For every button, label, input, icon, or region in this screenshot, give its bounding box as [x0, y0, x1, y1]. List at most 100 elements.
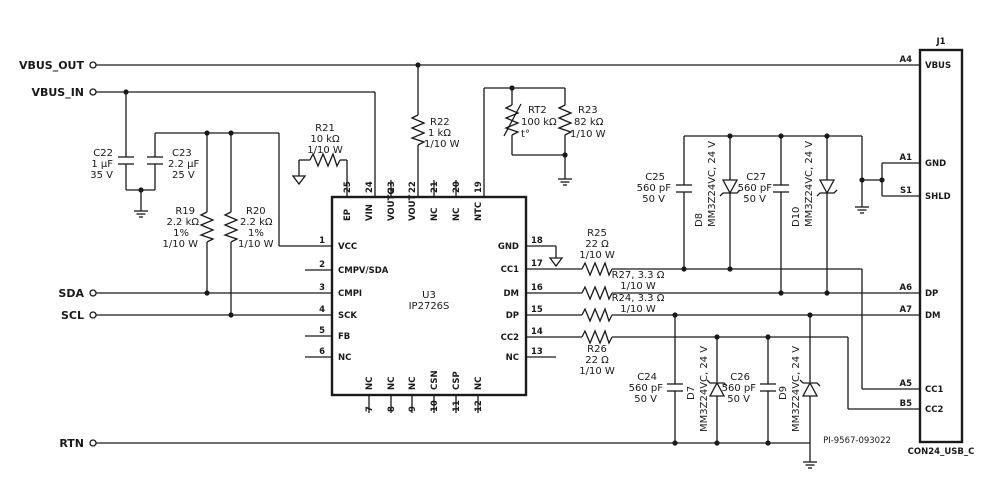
svg-text:R22: R22 [430, 117, 450, 128]
svg-text:1/10 W: 1/10 W [579, 250, 615, 261]
svg-text:1/10 W: 1/10 W [162, 239, 198, 250]
connector-pin-number: A4 [900, 55, 913, 65]
svg-text:1/10 W: 1/10 W [620, 304, 656, 315]
svg-text:C26: C26 [730, 372, 750, 383]
ic-pin-name: VOUTG [387, 188, 397, 221]
ic-pin-number: 15 [531, 305, 543, 315]
ic-pin-number: 7 [365, 406, 375, 412]
ic-pin-number: 20 [452, 181, 462, 193]
ic-pin-name: NC [408, 377, 418, 390]
resistor-r19: R19 2.2 kΩ 1% 1/10 W [162, 206, 215, 250]
junction-dots [123, 62, 885, 446]
svg-text:560 pF: 560 pF [722, 383, 757, 394]
ic-pin-name: GND [498, 242, 519, 252]
connector-pin-number: A7 [900, 305, 913, 315]
svg-text:R24, 3.3 Ω: R24, 3.3 Ω [612, 293, 665, 304]
ic-pin-number: 1 [319, 236, 325, 246]
ic-pin-number: 13 [531, 347, 543, 357]
ic-pin-name: DM [503, 289, 519, 299]
resistor-r25: R25 22 Ω 1/10 W [579, 228, 615, 277]
resistor-r23: R23 82 kΩ 1/10 W [557, 104, 606, 140]
net-label-sda: SDA [58, 287, 84, 300]
ic-pin-number: 5 [319, 326, 325, 336]
svg-text:1%: 1% [248, 228, 264, 239]
svg-text:t°: t° [521, 129, 530, 140]
svg-text:22 Ω: 22 Ω [585, 239, 609, 250]
ic-pin-name: NC [365, 377, 375, 390]
ic-pin-name: NC [506, 353, 519, 363]
resistor-r20: R20 2.2 kΩ 1% 1/10 W [223, 206, 274, 250]
svg-text:1%: 1% [173, 228, 189, 239]
svg-text:1/10 W: 1/10 W [579, 366, 615, 377]
svg-text:R19: R19 [175, 206, 195, 217]
ic-ref: U3 [422, 290, 436, 301]
svg-text:82 kΩ: 82 kΩ [574, 117, 604, 128]
ic-pin-name: VOUT [408, 194, 418, 221]
resistor-r21: R21 10 kΩ 1/10 W [307, 123, 343, 168]
svg-text:D9: D9 [778, 386, 789, 400]
svg-text:R25: R25 [587, 228, 607, 239]
ic-pin-number: 11 [452, 400, 462, 412]
ic-pin-name: NC [452, 208, 462, 221]
capacitor-c23: C23 2.2 µF 25 V [147, 148, 199, 181]
net-label-vbus-in: VBUS_IN [31, 86, 84, 99]
capacitor-c25: C25 560 pF 50 V [637, 172, 692, 205]
net-label-scl: SCL [61, 309, 84, 322]
net-label-vbus-out: VBUS_OUT [19, 59, 85, 72]
connector-pin-name: VBUS [925, 61, 951, 71]
connector-pin-number: A1 [900, 153, 913, 163]
svg-text:J1: J1 [935, 37, 945, 47]
svg-text:RT2: RT2 [528, 105, 547, 116]
svg-text:D8: D8 [694, 213, 705, 227]
ic-pin-name: NC [430, 208, 440, 221]
ic-pin-name: NC [474, 377, 484, 390]
ic-pin-name: VIN [365, 204, 375, 221]
ic-pin-number: 3 [319, 283, 325, 293]
connector-pin-name: DP [925, 289, 938, 299]
svg-text:1/10 W: 1/10 W [620, 281, 656, 292]
svg-text:MM3Z24VC, 24 V: MM3Z24VC, 24 V [699, 346, 710, 432]
resistor-r26: R26 22 Ω 1/10 W [579, 329, 615, 377]
connector-pin-name: CC2 [925, 405, 943, 415]
svg-text:D7: D7 [686, 386, 697, 400]
ic-pin-name: CMPI [338, 289, 362, 299]
capacitor-c22: C22 1 µF 35 V [90, 148, 134, 181]
ic-pin-name: CC1 [501, 265, 519, 275]
svg-text:25 V: 25 V [172, 170, 195, 181]
ic-pin-number: 23 [387, 181, 397, 193]
resistor-r22: R22 1 kΩ 1/10 W [410, 114, 460, 150]
ground-symbol [549, 253, 563, 267]
ic-pin-name: SCK [338, 311, 357, 321]
svg-text:35 V: 35 V [90, 170, 113, 181]
svg-text:22 Ω: 22 Ω [585, 355, 609, 366]
svg-text:C27: C27 [746, 172, 766, 183]
ic-pin-name: VCC [338, 242, 357, 252]
connector-pin-number: A6 [900, 283, 913, 293]
wires [96, 64, 920, 455]
svg-text:2.2 µF: 2.2 µF [168, 159, 199, 170]
connector-pin-name: DM [925, 311, 941, 321]
thermistor-rt2: RT2 100 kΩ t° [503, 103, 557, 140]
net-label-rtn: RTN [59, 437, 84, 450]
ic-pin-name: NC [387, 377, 397, 390]
ic-pin-number: 14 [531, 327, 543, 337]
resistor-r27: R27, 3.3 Ω 1/10 W [581, 270, 665, 301]
svg-text:R23: R23 [578, 105, 598, 116]
ic-pin-name: NTC [474, 202, 484, 221]
ic-pin-number: 25 [343, 181, 353, 193]
svg-text:560 pF: 560 pF [629, 383, 664, 394]
svg-text:MM3Z24VC, 24 V: MM3Z24VC, 24 V [791, 346, 802, 432]
net-ports [89, 61, 97, 447]
connector-pin-name: GND [925, 159, 946, 169]
resistor-r24: R24, 3.3 Ω 1/10 W [581, 293, 665, 323]
svg-text:1/10 W: 1/10 W [424, 139, 460, 150]
svg-text:R20: R20 [246, 206, 266, 217]
ground-symbol [802, 454, 818, 469]
svg-text:R27, 3.3 Ω: R27, 3.3 Ω [612, 270, 665, 281]
ic-pin-number: 9 [408, 406, 418, 412]
ic-pin-name: CC2 [501, 333, 519, 343]
